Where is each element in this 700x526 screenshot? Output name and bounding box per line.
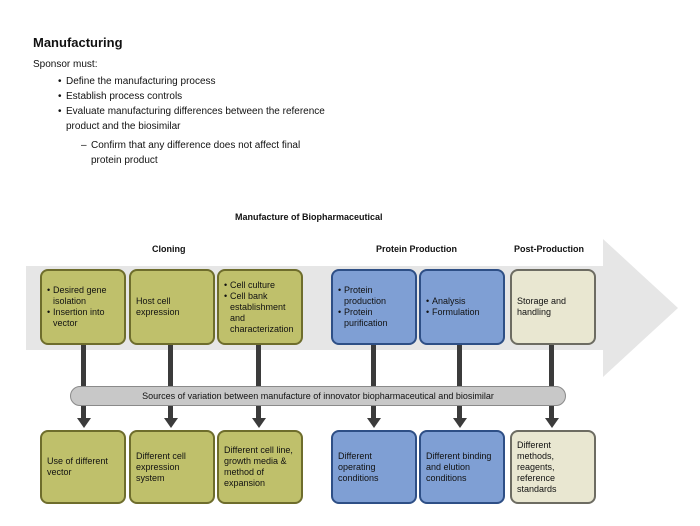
variation-sources-bar: Sources of variation between manufacture…: [70, 386, 566, 406]
variation-text: Different cell expression system: [136, 450, 186, 483]
step-item-text: Desired gene isolation: [53, 285, 107, 306]
step-item-text: Insertion into vector: [53, 307, 105, 328]
step-analysis-formulation: •Analysis •Formulation: [419, 269, 505, 345]
variation-methods-reagents: Different methods, reagents, reference s…: [510, 430, 596, 504]
step-item-text: Cell culture: [230, 279, 276, 290]
step-item: •Analysis: [426, 296, 498, 307]
requirement-item: • Evaluate manufacturing differences betw…: [58, 104, 328, 134]
connector-line: [81, 344, 86, 420]
bullet-icon: •: [426, 307, 430, 317]
down-arrow-icon: [77, 418, 91, 428]
sub-requirement: – Confirm that any difference does not a…: [81, 138, 331, 168]
step-item: •Cell bank establishment and characteriz…: [224, 291, 296, 335]
requirement-item: • Define the manufacturing process: [58, 74, 328, 89]
step-item: •Cell culture: [224, 280, 296, 291]
bullet-icon: •: [338, 285, 342, 295]
bullet-icon: •: [47, 285, 51, 295]
variation-sources-label: Sources of variation between manufacture…: [142, 391, 494, 401]
bullet-icon: •: [224, 290, 228, 301]
down-arrow-icon: [545, 418, 559, 428]
bullet-icon: •: [58, 91, 62, 102]
down-arrow-icon: [453, 418, 467, 428]
step-item: •Insertion into vector: [47, 307, 119, 329]
bullet-icon: •: [58, 106, 62, 117]
step-item-text: Formulation: [432, 307, 480, 317]
variation-vector: Use of different vector: [40, 430, 126, 504]
variation-operating-conditions: Different operating conditions: [331, 430, 417, 504]
intro-text: Sponsor must:: [33, 59, 98, 70]
step-item: •Desired gene isolation: [47, 285, 119, 307]
connector-line: [371, 344, 376, 420]
requirement-text: Define the manufacturing process: [66, 76, 216, 87]
section-label-protein-production: Protein Production: [376, 244, 457, 254]
step-item-text: Cell bank establishment and characteriza…: [230, 290, 294, 334]
down-arrow-icon: [252, 418, 266, 428]
step-item-text: Analysis: [432, 296, 466, 306]
sub-requirement-text: Confirm that any difference does not aff…: [91, 140, 301, 166]
step-cell-culture: •Cell culture •Cell bank establishment a…: [217, 269, 303, 345]
diagram-title: Manufacture of Biopharmaceutical: [235, 212, 383, 222]
step-storage-handling: Storage and handling: [510, 269, 596, 345]
step-item-text: Protein purification: [344, 307, 388, 328]
requirement-text: Establish process controls: [66, 91, 183, 102]
down-arrow-icon: [367, 418, 381, 428]
section-label-cloning: Cloning: [152, 244, 186, 254]
variation-cell-line: Different cell line, growth media & meth…: [217, 430, 303, 504]
step-item: •Protein production: [338, 285, 410, 307]
step-text: Host cell expression: [136, 296, 180, 317]
variation-binding-elution: Different binding and elution conditions: [419, 430, 505, 504]
variation-expression-system: Different cell expression system: [129, 430, 215, 504]
variation-text: Different cell line, growth media & meth…: [224, 445, 293, 488]
bullet-icon: •: [426, 296, 430, 306]
step-item-text: Protein production: [344, 285, 387, 306]
bullet-icon: •: [338, 307, 342, 317]
dash-icon: –: [81, 140, 87, 151]
page-heading: Manufacturing: [33, 35, 123, 50]
down-arrow-icon: [164, 418, 178, 428]
requirement-text: Evaluate manufacturing differences betwe…: [66, 106, 325, 132]
connector-line: [256, 344, 261, 420]
step-item: •Protein purification: [338, 307, 410, 329]
step-text: Storage and handling: [517, 296, 567, 317]
requirement-item: • Establish process controls: [58, 89, 328, 104]
step-item: •Formulation: [426, 307, 498, 318]
connector-line: [457, 344, 462, 420]
variation-text: Different binding and elution conditions: [426, 450, 492, 483]
bullet-icon: •: [58, 76, 62, 87]
variation-text: Different methods, reagents, reference s…: [517, 439, 557, 494]
bullet-icon: •: [224, 279, 228, 290]
connector-line: [168, 344, 173, 420]
variation-text: Different operating conditions: [338, 450, 379, 483]
step-host-cell-expression: Host cell expression: [129, 269, 215, 345]
step-protein-production: •Protein production •Protein purificatio…: [331, 269, 417, 345]
bullet-icon: •: [47, 307, 51, 317]
connector-line: [549, 344, 554, 420]
requirement-list: • Define the manufacturing process • Estab…: [58, 74, 328, 134]
variation-text: Use of different vector: [47, 456, 108, 477]
step-gene-isolation: •Desired gene isolation •Insertion into …: [40, 269, 126, 345]
section-label-post-production: Post-Production: [514, 244, 584, 254]
